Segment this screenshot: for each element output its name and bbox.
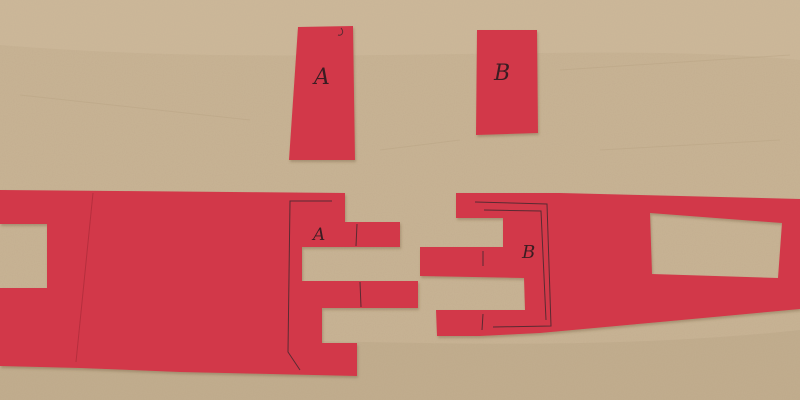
right-strip: B: [420, 193, 800, 336]
strip-right-mark: B: [521, 242, 535, 263]
pencil-guides-right: [474, 201, 552, 331]
pencil-tick-mark: [337, 27, 344, 36]
piece-a-label: A: [312, 65, 330, 90]
cardboard-streaks: [19, 54, 791, 151]
strip-left-mark: A: [311, 225, 325, 245]
pencil-guides-left: [287, 200, 362, 371]
piece-b-label: B: [493, 61, 510, 86]
loose-piece-a: A: [289, 26, 355, 160]
fold-line-left: [75, 192, 94, 363]
loose-piece-b: B: [476, 30, 538, 135]
left-strip: A: [0, 190, 418, 376]
cardboard-highlight: [0, 0, 800, 60]
